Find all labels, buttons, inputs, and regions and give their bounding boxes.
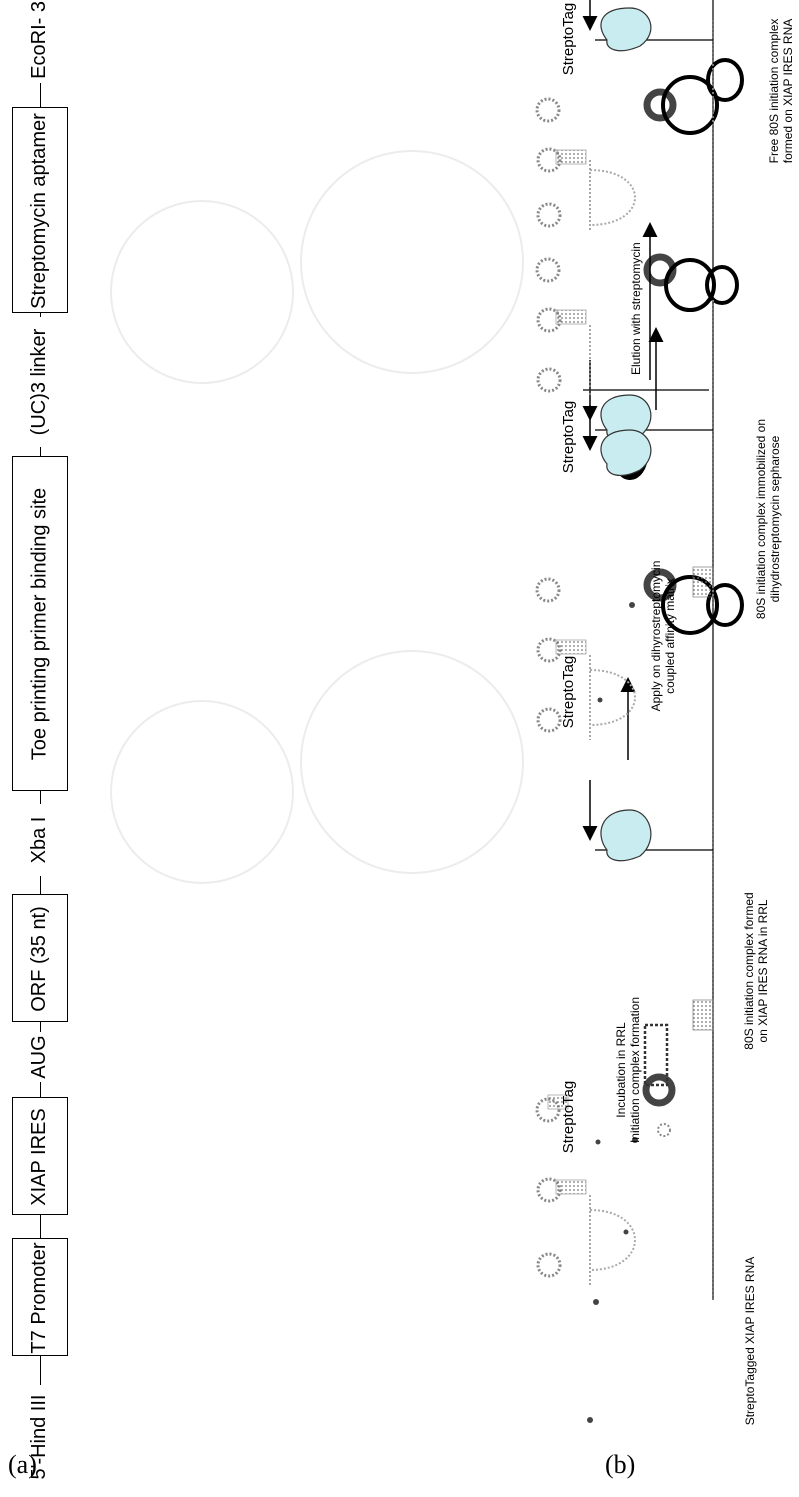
panel-a-label: (a) — [8, 1450, 37, 1479]
streptomycin-aptamer-box: Streptomycin aptamer — [12, 107, 68, 313]
streptotag-label-3: StreptoTag — [560, 400, 577, 474]
toe-printing-box: Toe printing primer binding site — [12, 456, 68, 791]
step-1-label: Incubation in RRL Initiation complex for… — [614, 996, 642, 1144]
streptotag-label-4: StreptoTag — [560, 2, 577, 76]
stage-2-complex — [535, 360, 744, 740]
step-3-label: Elution with streptomycin — [629, 242, 643, 375]
stage-4-free-complex — [535, 0, 744, 230]
xiap-ires-box: XIAP IRES — [12, 1097, 68, 1215]
caption-stage-3: 80S initiation complex immobilized on di… — [754, 418, 782, 620]
caption-stage-1: StreptoTagged XIAP IRES RNA — [743, 1256, 757, 1426]
panel-b-label: (b) — [605, 1450, 636, 1479]
stage-1-rna — [535, 780, 714, 1423]
stage-3-immobilized — [535, 253, 739, 480]
caption-stage-4: Free 80S initiation complex formed on XI… — [767, 18, 795, 164]
streptotag-label-2: StreptoTag — [560, 655, 577, 729]
streptotag-label-1: StreptoTag — [560, 1080, 577, 1154]
orf-box: ORF (35 nt) — [12, 894, 68, 1022]
caption-stage-2: 80S initiation complex formed on XIAP IR… — [742, 892, 770, 1050]
t7-promoter-box: T7 Promoter — [12, 1238, 68, 1356]
step-2-label: Apply on dihyrostreptomycin coupled affi… — [649, 560, 677, 712]
